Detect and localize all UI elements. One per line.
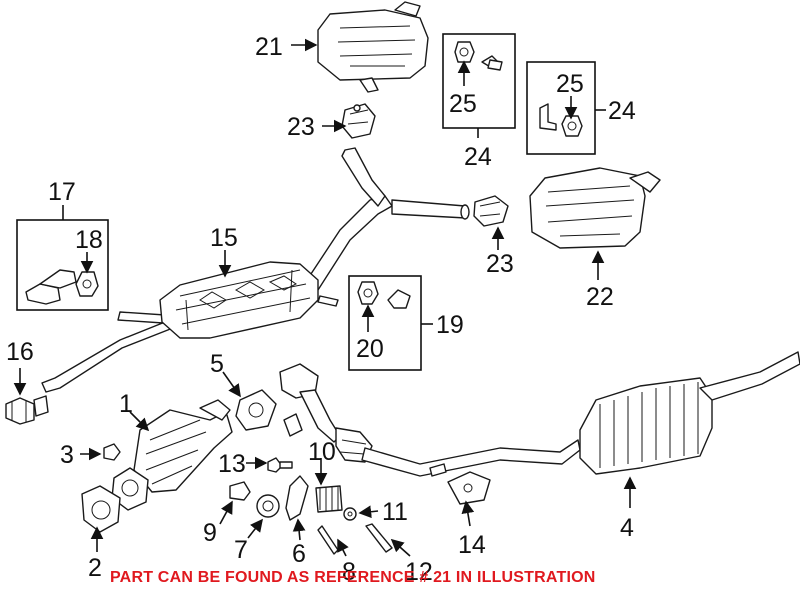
callout-25-left: 25 (449, 90, 477, 118)
small-parts (229, 457, 393, 555)
catalytic-converter (111, 399, 233, 511)
bracket-19 (357, 281, 411, 309)
leader-lines (13, 38, 637, 557)
box-19 (348, 275, 422, 371)
callout-23-upper: 23 (287, 113, 315, 141)
callout-12: 12 (405, 558, 433, 586)
bracket-17 (25, 269, 99, 305)
callout-numbers: 21 23 25 24 25 24 17 18 15 23 22 19 20 1… (6, 33, 636, 586)
gasket-2 (81, 485, 121, 533)
callout-10: 10 (308, 438, 336, 466)
callout-17: 17 (48, 178, 76, 206)
callout-22: 22 (586, 283, 614, 311)
callout-19: 19 (436, 311, 464, 339)
callout-8: 8 (342, 558, 356, 586)
box-24-left (442, 33, 516, 129)
callout-25-right: 25 (556, 70, 584, 98)
callout-23-lower: 23 (486, 250, 514, 278)
callout-5: 5 (210, 350, 224, 378)
clamp-lower (473, 195, 509, 227)
callout-18: 18 (75, 226, 103, 254)
callout-14: 14 (458, 531, 486, 559)
rear-muffler-main (579, 351, 800, 475)
clamp-upper (341, 103, 376, 139)
hanger-14 (429, 463, 491, 505)
callout-15: 15 (210, 224, 238, 252)
hanger-insulator-25a (454, 41, 503, 71)
callout-7: 7 (234, 536, 248, 564)
callout-11: 11 (382, 498, 408, 526)
callout-24-left: 24 (464, 143, 492, 171)
hanger-insulator-25b (539, 103, 583, 137)
callout-6: 6 (292, 540, 306, 568)
rear-muffler-right (529, 167, 661, 249)
rear-muffler-left (317, 1, 429, 93)
clamp-16 (5, 395, 49, 425)
callout-2: 2 (88, 554, 102, 582)
callout-13: 13 (218, 450, 246, 478)
callout-24-right: 24 (608, 97, 636, 125)
reference-note: PART CAN BE FOUND AS REFERENCE # 21 IN I… (110, 569, 596, 586)
nut-3 (103, 443, 121, 461)
callout-21: 21 (255, 33, 283, 61)
callout-1: 1 (119, 390, 133, 418)
callout-16: 16 (6, 338, 34, 366)
center-muffler (159, 261, 319, 339)
gasket-5 (235, 389, 277, 431)
box-24-right (526, 61, 596, 155)
callout-20: 20 (356, 335, 384, 363)
callout-9: 9 (203, 519, 217, 547)
callout-3: 3 (60, 441, 74, 469)
callout-4: 4 (620, 514, 634, 542)
